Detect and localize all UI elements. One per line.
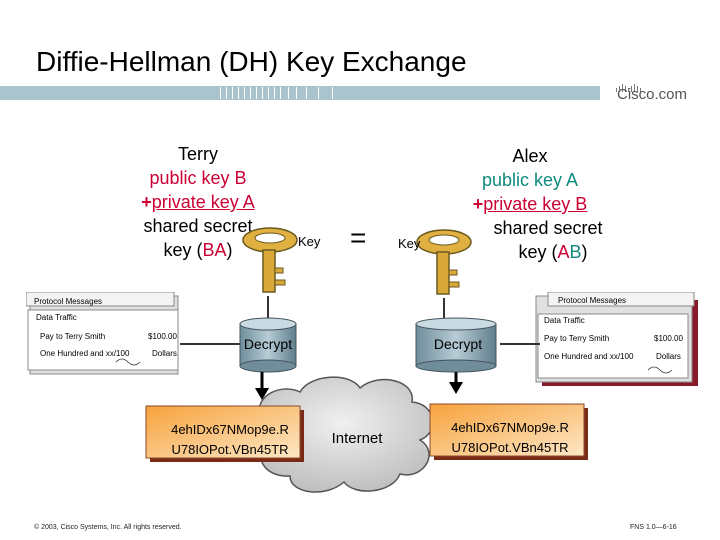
right-ciphertext-line1: 4ehIDx67NMop9e.R <box>430 418 590 438</box>
left-decrypt-label: Decrypt <box>232 336 304 352</box>
right-ciphertext: 4ehIDx67NMop9e.R U78IOPot.VBn45TR <box>430 418 590 458</box>
right-ciphertext-line2: U78IOPot.VBn45TR <box>430 438 590 458</box>
left-ciphertext-line2: U78IOPot.VBn45TR <box>150 440 310 460</box>
left-ciphertext: 4ehIDx67NMop9e.R U78IOPot.VBn45TR <box>150 420 310 460</box>
footer-copyright: © 2003, Cisco Systems, Inc. All rights r… <box>34 524 182 531</box>
left-ciphertext-line1: 4ehIDx67NMop9e.R <box>150 420 310 440</box>
footer-slide-number: FNS 1.0—6-16 <box>630 524 677 531</box>
internet-label: Internet <box>312 430 402 447</box>
right-decrypt-label: Decrypt <box>418 336 498 352</box>
